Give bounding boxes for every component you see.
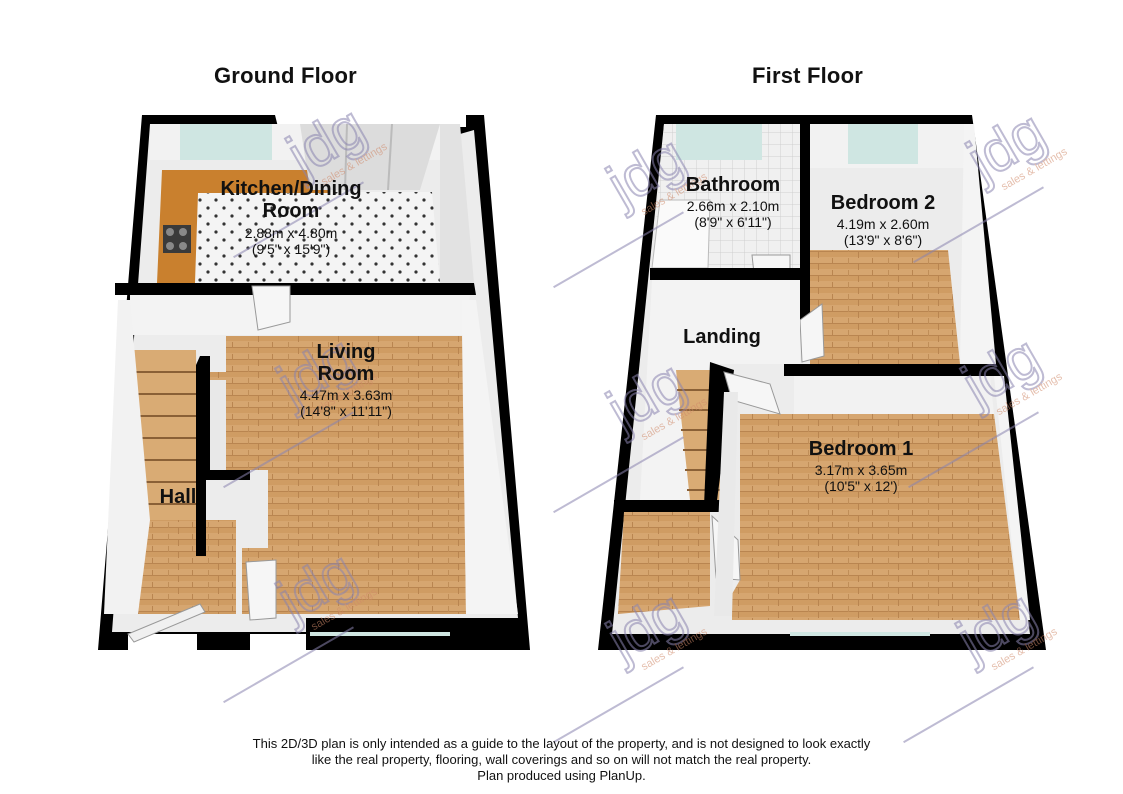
storage-cupboard-wall [614,500,722,512]
bedroom-2-right-wall [960,124,996,364]
first-floor-plan [598,115,1046,650]
patio-doors [300,124,440,190]
living-right-wall [462,300,518,614]
room-name-living-line-1: Living [316,341,376,363]
ground-divider-wall-face [130,295,470,335]
room-label-hall: Hall [148,486,208,508]
bathroom-divider [800,124,810,324]
storage-cupboard-floor [618,512,710,614]
room-dim-metric: 2.88m x 4.80m [244,225,338,241]
room-dim-metric: 4.19m x 2.60m [836,216,930,232]
hall-door [245,559,277,621]
room-dim-imperial: (13'9" x 8'6") [843,232,923,248]
first-divider-wall [784,364,1000,376]
disclaimer-line-3: Plan produced using PlanUp. [477,768,646,783]
hall-partition-face [210,380,226,470]
disclaimer-line-1: This 2D/3D plan is only intended as a gu… [252,736,871,751]
bedroom-2-floor [810,250,960,364]
room-dim-imperial: (10'5" x 12') [824,478,898,494]
hall-floor [138,520,236,614]
room-label-landing: Landing [672,326,772,348]
bedroom-1-door [723,371,781,415]
room-name-bedroom-1: Bedroom 1 [808,438,914,460]
bedroom-1-back-wall [794,376,994,414]
kitchen-floor [194,192,440,283]
bathroom-window [676,124,762,160]
bedroom-2-door [799,303,825,363]
bedroom-1-partition [714,392,738,616]
room-label-bedroom-2: Bedroom 2 4.19m x 2.60m (13'9" x 8'6") [808,192,958,248]
room-dim-imperial: (8'9" x 6'11") [694,214,772,230]
bathroom-bottom-wall [650,268,805,280]
bedroom-2-window [848,124,918,164]
room-dim-metric: 3.17m x 3.65m [814,462,908,478]
first-floor-title: First Floor [752,63,863,88]
front-door [127,603,206,643]
room-dim-imperial: (9'5" x 15'9") [251,241,331,257]
living-room-door [251,285,291,331]
ground-floor-title: Ground Floor [214,63,357,88]
kitchen-right-wall [440,124,474,283]
room-name-bathroom: Bathroom [685,174,781,196]
ground-floor-plan [98,115,530,650]
room-label-bedroom-1: Bedroom 1 3.17m x 3.65m (10'5" x 12') [786,438,936,494]
disclaimer: This 2D/3D plan is only intended as a gu… [160,736,963,784]
living-front-window [310,632,450,636]
room-name-bedroom-2: Bedroom 2 [830,192,936,214]
room-dim-metric: 2.66m x 2.10m [686,198,780,214]
hall-left-wall [104,300,150,614]
room-label-bathroom: Bathroom 2.66m x 2.10m (8'9" x 6'11") [668,174,798,230]
room-label-living-room: Living Room 4.47m x 3.63m (14'8" x 11'11… [266,341,426,419]
hall-partition-wall [196,356,250,556]
disclaimer-line-2: like the real property, flooring, wall c… [311,752,812,767]
kitchen-window [180,124,272,160]
room-name-kitchen-line-1: Kitchen/Dining [220,178,362,200]
room-dim-imperial: (14'8" x 11'11") [300,403,392,419]
room-name-hall: Hall [159,486,197,508]
room-label-kitchen-dining: Kitchen/Dining Room 2.88m x 4.80m (9'5" … [196,178,386,257]
room-name-landing: Landing [683,326,761,348]
room-name-living-line-2: Room [317,363,375,385]
room-dim-metric: 4.47m x 3.63m [299,387,393,403]
room-name-kitchen-line-2: Room [262,200,320,222]
bedroom-1-window [790,632,930,636]
bedroom-1-right-wall [994,376,1030,620]
living-room-floor [208,336,466,614]
ground-divider-wall [115,283,476,295]
